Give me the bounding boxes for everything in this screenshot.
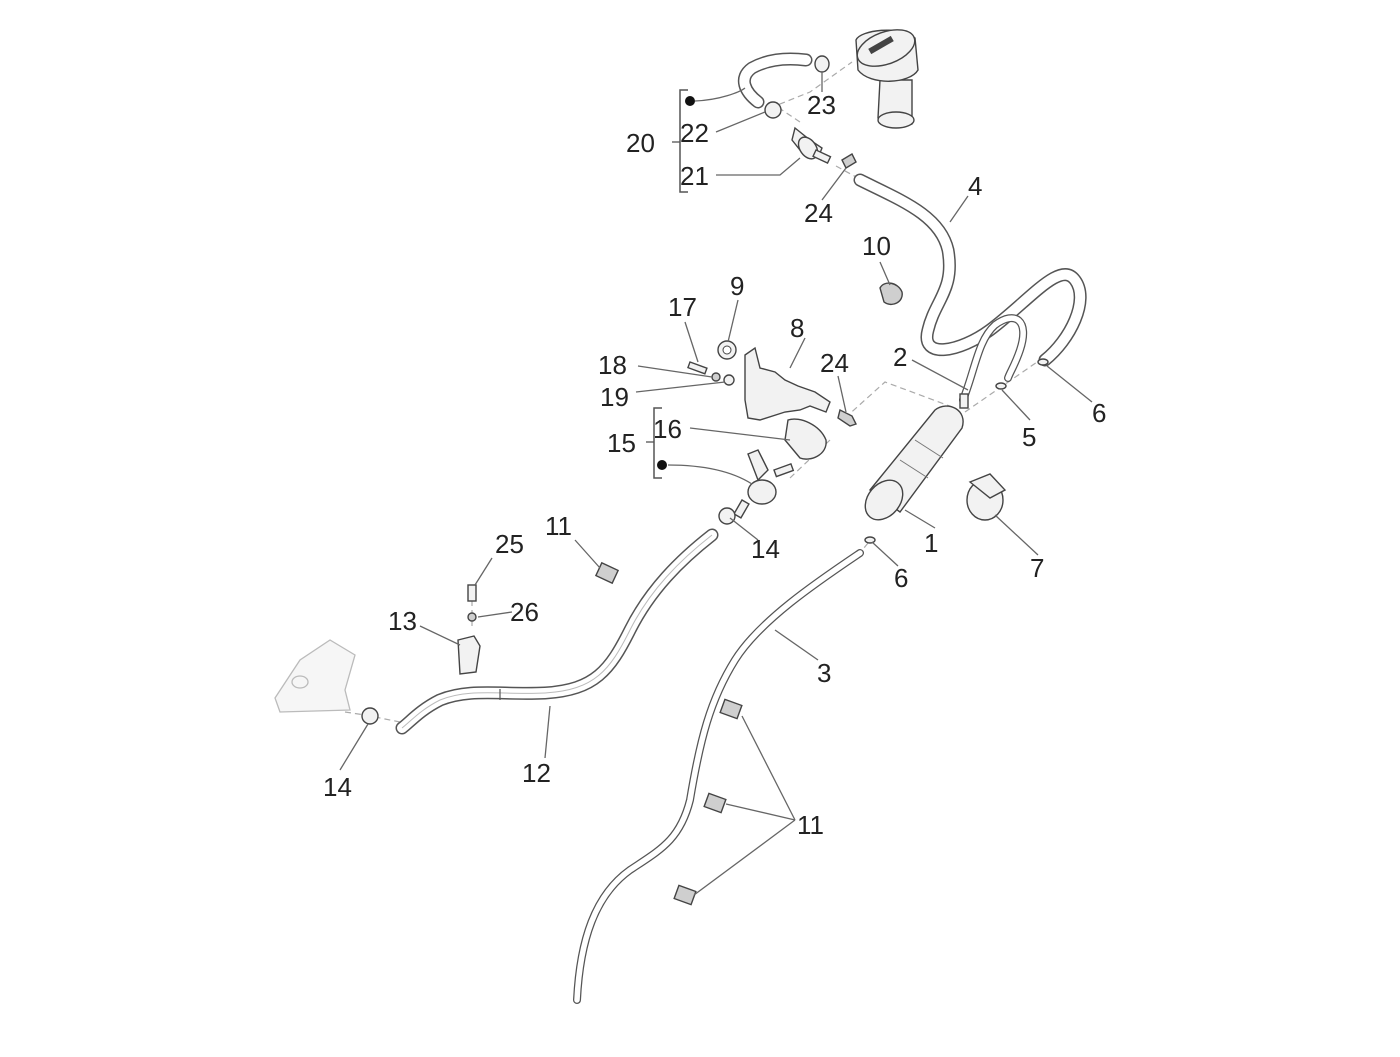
fuel-tank-cap — [855, 29, 919, 129]
callout-8: 8 — [790, 313, 804, 343]
callout-1: 1 — [924, 528, 938, 558]
callout-9: 9 — [730, 271, 744, 301]
hose-2 — [959, 314, 1028, 404]
clamp-23 — [814, 55, 830, 73]
leader-lines — [339, 72, 1093, 896]
callout-12: 12 — [522, 758, 551, 788]
sleeve-22 — [764, 101, 782, 119]
callout-labels: 1 2 3 4 5 6 6 7 8 9 10 11 11 12 13 14 14… — [323, 90, 1106, 840]
callout-11-lower: 11 — [797, 810, 824, 840]
callout-11-upper: 11 — [545, 511, 572, 541]
callout-17: 17 — [668, 292, 697, 322]
bracket-13 — [457, 635, 481, 675]
clip-11-upper — [594, 561, 620, 585]
fitting-24-top — [841, 153, 857, 169]
clip-11-a — [719, 698, 743, 720]
holder-16 — [784, 418, 827, 460]
hose-20 — [737, 52, 813, 109]
clip-10 — [879, 282, 903, 306]
callout-3: 3 — [817, 658, 831, 688]
hose-12 — [395, 528, 719, 735]
callout-6-upper: 6 — [1092, 398, 1106, 428]
purge-valve-15 — [733, 449, 795, 519]
valve-21 — [791, 126, 832, 165]
callout-15: 15 — [607, 428, 636, 458]
throttle-body — [274, 639, 356, 713]
callout-18: 18 — [598, 350, 627, 380]
clip-11-c — [673, 884, 697, 906]
ring-5 — [995, 382, 1007, 390]
ring-6-upper — [1037, 358, 1049, 366]
clamp-7 — [966, 473, 1007, 521]
callout-14-left: 14 — [323, 772, 352, 802]
screw-25 — [467, 584, 477, 602]
callout-19: 19 — [600, 382, 629, 412]
clip-11-b — [703, 792, 727, 814]
hose-3 — [573, 549, 864, 1004]
washer-26 — [467, 612, 477, 622]
callout-6-lower: 6 — [894, 563, 908, 593]
fitting-24-middle — [837, 408, 857, 427]
canister-1 — [864, 393, 969, 521]
callout-7: 7 — [1030, 553, 1044, 583]
callout-25: 25 — [495, 529, 524, 559]
callout-5: 5 — [1022, 422, 1036, 452]
callout-21: 21 — [680, 161, 709, 191]
callout-22: 22 — [680, 118, 709, 148]
screw-17 — [687, 361, 708, 375]
callout-23: 23 — [807, 90, 836, 120]
callout-4: 4 — [968, 171, 982, 201]
washer-18 — [711, 372, 721, 382]
hose-4 — [853, 173, 1087, 367]
callout-13: 13 — [388, 606, 417, 636]
callout-24-top: 24 — [804, 198, 833, 228]
clamp-14-left — [361, 707, 379, 725]
callout-26: 26 — [510, 597, 539, 627]
clamp-14-middle — [718, 507, 736, 525]
washer-19 — [723, 374, 735, 386]
ring-6-lower — [864, 536, 876, 544]
group-bracket-15 — [646, 407, 667, 479]
bracket-8 — [744, 346, 831, 421]
callout-24-middle: 24 — [820, 348, 849, 378]
callout-2: 2 — [893, 342, 907, 372]
group-bracket-20 — [672, 89, 695, 193]
callout-20: 20 — [626, 128, 655, 158]
callout-14-middle: 14 — [751, 534, 780, 564]
callout-16: 16 — [653, 414, 682, 444]
clip-9 — [717, 340, 737, 360]
callout-10: 10 — [862, 231, 891, 261]
